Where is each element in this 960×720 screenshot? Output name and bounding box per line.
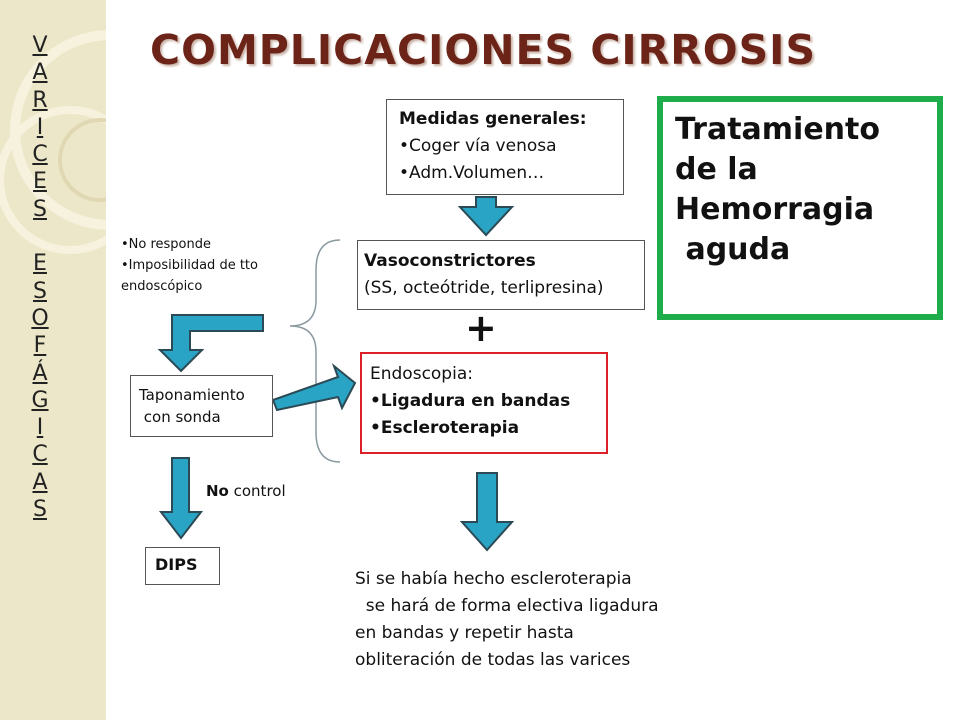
result-line: en bandas y repetir hasta: [355, 623, 574, 643]
vertical-letter: Á: [32, 360, 48, 386]
medidas-heading: Medidas generales:: [399, 109, 587, 129]
vertical-letter: F: [33, 333, 47, 359]
endo-heading: Endoscopia:: [370, 364, 473, 384]
result-line: Si se había hecho escleroterapia: [355, 569, 632, 589]
vaso-detail: (SS, octeótride, terlipresina): [364, 278, 604, 298]
vertical-letter: I: [36, 415, 44, 441]
diagonal-arrow-icon: [271, 362, 357, 412]
vertical-letter: E: [33, 251, 47, 277]
arrow-down-icon: [457, 196, 515, 237]
tratamiento-line: Hemorragia: [675, 192, 875, 227]
vertical-letter: S: [33, 196, 47, 222]
vertical-letter: C: [32, 442, 48, 468]
vasoconstrictores-box: Vasoconstrictores (SS, octeótride, terli…: [357, 240, 645, 310]
vertical-letter: S: [33, 497, 47, 523]
vertical-letter: A: [32, 60, 48, 86]
medidas-item: •Adm.Volumen…: [399, 163, 545, 183]
no-responde-item: •Imposibilidad de tto: [121, 258, 258, 273]
sidebar-rings: [0, 30, 106, 254]
page-title: COMPLICACIONES CIRROSIS: [150, 26, 816, 74]
arrow-down-icon: [158, 457, 204, 540]
no-control-bold: No: [206, 482, 229, 500]
endoscopia-box: Endoscopia: •Ligadura en bandas •Esclero…: [360, 352, 608, 454]
vaso-heading: Vasoconstrictores: [364, 251, 536, 271]
taponamiento-line: Taponamiento: [139, 386, 245, 404]
no-responde-item: •No responde: [121, 237, 212, 252]
vertical-title: V A R I C E S E S O F Á G I C A S: [28, 32, 52, 523]
tratamiento-line: Tratamiento: [675, 112, 880, 147]
sidebar-decoration: V A R I C E S E S O F Á G I C A S: [0, 0, 106, 720]
endo-item: •Ligadura en bandas: [370, 391, 571, 411]
vertical-letter: R: [32, 87, 48, 113]
elbow-arrow-icon: [157, 314, 264, 373]
vertical-letter: C: [32, 142, 48, 168]
vertical-letter: V: [32, 33, 48, 58]
result-line: obliteración de todas las varices: [355, 650, 631, 670]
vertical-letter: G: [31, 387, 49, 413]
result-line: se hará de forma electiva ligadura: [355, 596, 659, 616]
taponamiento-box: Taponamiento con sonda: [130, 375, 273, 437]
no-responde-item: endoscópico: [121, 279, 203, 294]
no-control-rest: control: [228, 482, 286, 500]
medidas-item: •Coger vía venosa: [399, 136, 557, 156]
vertical-letter: A: [32, 469, 48, 495]
endo-item: •Escleroterapia: [370, 418, 520, 438]
medidas-generales-box: Medidas generales: •Coger vía venosa •Ad…: [386, 99, 624, 195]
vertical-letter: I: [36, 114, 44, 140]
tratamiento-line: aguda: [675, 232, 791, 267]
vertical-letter: S: [33, 278, 47, 304]
vertical-letter: E: [33, 169, 47, 195]
arrow-down-icon: [459, 472, 515, 552]
no-control-label: No control: [206, 482, 286, 500]
result-text: Si se había hecho escleroterapia se hará…: [355, 566, 715, 674]
tratamiento-line: de la: [675, 152, 758, 187]
taponamiento-line: con sonda: [139, 408, 221, 426]
dips-box: DIPS: [145, 547, 220, 585]
bracket-icon: [289, 239, 341, 463]
vertical-letter: O: [31, 305, 49, 331]
no-responde-list: •No responde •Imposibilidad de tto endos…: [121, 234, 301, 297]
tratamiento-box: Tratamiento de la Hemorragia aguda: [657, 96, 943, 320]
plus-sign: +: [465, 306, 497, 350]
